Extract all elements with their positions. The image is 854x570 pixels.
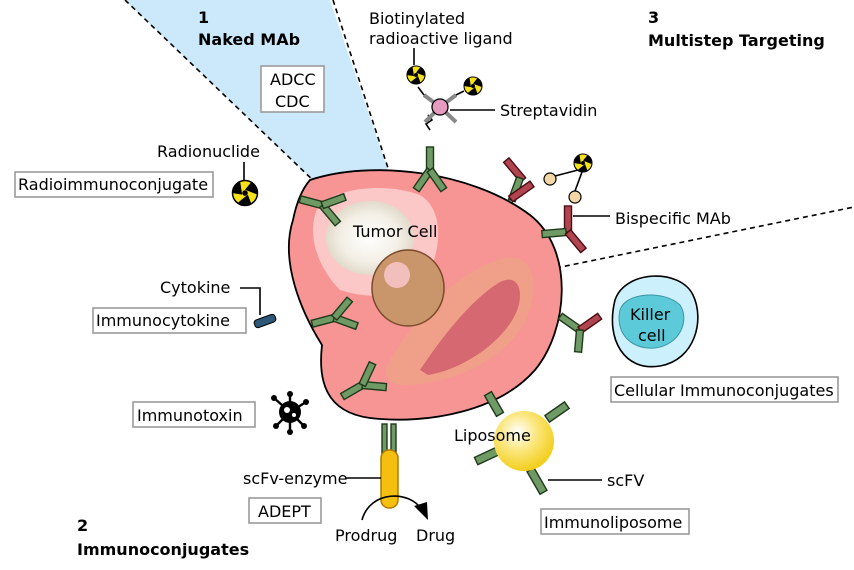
nucleus xyxy=(371,249,445,327)
section-2-number: 2 xyxy=(77,516,88,535)
biotin-label-line1: Biotinylated xyxy=(369,9,465,28)
killer-label-line2: cell xyxy=(638,326,666,345)
radioimmunoconjugate-box xyxy=(14,171,214,198)
adept-label: ADEPT xyxy=(258,502,311,521)
bispecific-label: Bispecific MAb xyxy=(615,209,731,228)
bispecific-mab xyxy=(502,156,588,254)
section-2-title: Immunoconjugates xyxy=(77,540,249,559)
cellular-immunoconjugates-label: Cellular Immunoconjugates xyxy=(614,381,834,400)
wedge-edge-right xyxy=(332,0,389,169)
prodrug-label: Prodrug xyxy=(335,526,397,545)
radionuclide-label: Radionuclide xyxy=(157,142,260,161)
drug-label: Drug xyxy=(416,526,455,545)
scfv-enzyme-label: scFv-enzyme xyxy=(243,469,347,488)
biotin-label-line2: radioactive ligand xyxy=(369,29,513,48)
bispecific-cellular-link xyxy=(557,312,603,353)
cytokine-label: Cytokine xyxy=(160,278,230,297)
endoplasmic-reticulum xyxy=(420,279,520,375)
prodrug-arrowhead xyxy=(414,502,428,520)
immunotoxin-box xyxy=(132,401,256,428)
enzyme-shape xyxy=(380,449,399,509)
immunocytokine-box xyxy=(92,307,247,334)
liposome-scfv-arms xyxy=(473,390,571,496)
section-1-number: 1 xyxy=(198,8,209,27)
radiation-icon-biotin-left xyxy=(403,65,426,88)
cellular-immunoconjugates-box xyxy=(610,376,839,403)
scfv-label: scFV xyxy=(607,471,644,490)
section-1-title: Naked MAb xyxy=(198,30,300,49)
streptavidin-core xyxy=(431,98,449,116)
tumor-cell-label: Tumor Cell xyxy=(352,222,437,241)
liposome xyxy=(494,411,554,471)
immunotoxin-label: Immunotoxin xyxy=(137,406,243,425)
immunoliposome-label: Immunoliposome xyxy=(544,513,682,532)
nucleolus xyxy=(384,262,410,288)
naked-mab-region xyxy=(125,0,388,185)
radioimmunoconjugate-label: Radioimmunoconjugate xyxy=(18,175,208,194)
immunoliposome-box xyxy=(540,508,690,535)
liposome-label: Liposome xyxy=(454,426,531,445)
adept-box xyxy=(248,497,322,524)
tumor-cell xyxy=(288,169,563,421)
adcc-label: ADCC xyxy=(270,70,316,89)
streptavidin-complex xyxy=(417,86,465,131)
killer-cell xyxy=(611,275,699,368)
immunocytokine-label: Immunocytokine xyxy=(96,311,230,330)
cdc-label: CDC xyxy=(275,92,310,111)
section-3-number: 3 xyxy=(648,8,659,27)
section-3-title: Multistep Targeting xyxy=(648,31,825,50)
toxin-icon xyxy=(271,391,309,435)
radiation-icon-biotin-right xyxy=(460,76,483,99)
multistep-divider xyxy=(555,206,854,269)
radiation-icon-bispecific xyxy=(570,153,593,176)
killer-label-line1: Killer xyxy=(630,305,671,324)
cytokine-leader xyxy=(240,287,261,315)
adcc-cdc-box xyxy=(260,65,325,113)
cytokine-shape xyxy=(253,313,277,329)
radiation-icon-radionuclide xyxy=(228,179,259,211)
prodrug-arrow xyxy=(361,495,423,521)
streptavidin-label: Streptavidin xyxy=(500,101,597,120)
